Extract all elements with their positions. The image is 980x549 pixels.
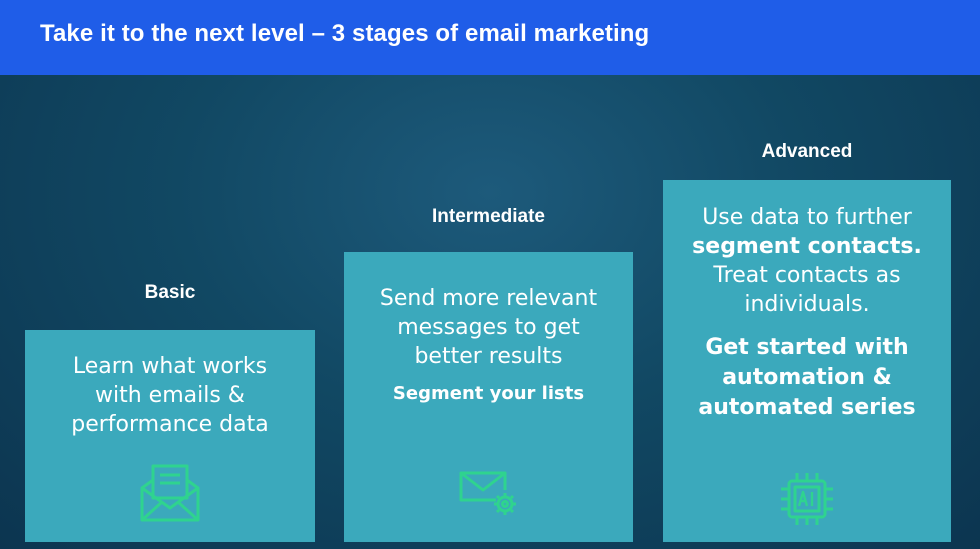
ai-chip-icon xyxy=(777,469,837,529)
advanced-subtext: Get started with automation & automated … xyxy=(698,335,916,420)
envelope-gear-icon xyxy=(458,470,520,518)
stage-card-basic: Learn what works with emails & performan… xyxy=(25,330,315,542)
header-bar: Take it to the next level – 3 stages of … xyxy=(0,0,980,75)
stage-card-advanced: Use data to further segment contacts. Tr… xyxy=(663,180,951,542)
stage-label-advanced: Advanced xyxy=(761,141,853,162)
stage-label-intermediate: Intermediate xyxy=(432,206,545,227)
stage-card-intermediate: Send more relevant messages to get bette… xyxy=(344,252,633,542)
basic-description: Learn what works with emails & performan… xyxy=(71,354,269,437)
stage-label-basic: Basic xyxy=(144,282,196,303)
intermediate-subtext: Segment your lists xyxy=(392,383,585,404)
open-envelope-icon xyxy=(138,462,202,524)
advanced-description: Use data to further segment contacts. Tr… xyxy=(692,205,922,317)
advanced-bold-text: segment contacts. xyxy=(692,234,922,259)
page-title: Take it to the next level – 3 stages of … xyxy=(40,20,650,47)
intermediate-description: Send more relevant messages to get bette… xyxy=(379,286,598,369)
